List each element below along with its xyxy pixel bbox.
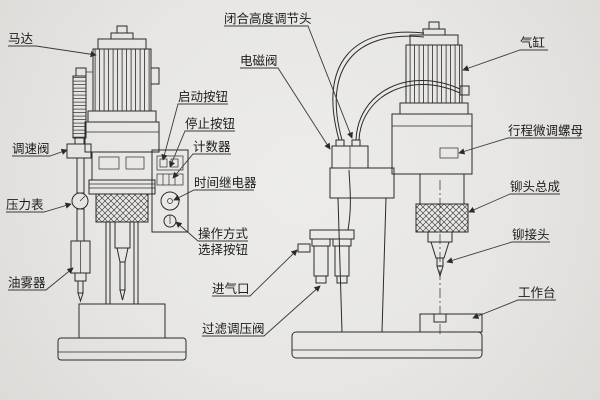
front-view-machine bbox=[57, 25, 189, 361]
filter-regulator-unit bbox=[297, 169, 355, 284]
label-close-height: 闭合高度调节头 bbox=[224, 11, 312, 26]
label-stroke-nut: 行程微调螺母 bbox=[508, 123, 583, 138]
solenoid-valve-assy bbox=[331, 31, 461, 169]
leader-counter bbox=[172, 153, 231, 179]
counter-window-drawing bbox=[156, 173, 184, 186]
leader-cylinder bbox=[462, 49, 548, 72]
worktable-drawing bbox=[419, 313, 483, 333]
leader-solenoid bbox=[240, 67, 331, 150]
ram-guide-hatched bbox=[95, 193, 149, 223]
label-mode-line2: 选择按钮 bbox=[198, 242, 248, 257]
label-rivet-joint: 铆接头 bbox=[512, 227, 550, 242]
air-treatment-left bbox=[66, 67, 93, 303]
label-start-button: 启动按钮 bbox=[178, 89, 228, 104]
worktable-and-base bbox=[291, 313, 483, 359]
label-motor: 马达 bbox=[8, 32, 34, 46]
label-worktable: 工作台 bbox=[518, 285, 556, 300]
rivet-head-tool bbox=[415, 173, 469, 336]
leader-worktable bbox=[472, 299, 556, 319]
leader-speed-valve bbox=[12, 148, 68, 157]
label-stop-button: 停止按钮 bbox=[185, 116, 235, 131]
side-view-machine bbox=[291, 21, 483, 359]
leader-air-inlet bbox=[212, 249, 298, 297]
label-air-inlet: 进气口 bbox=[212, 281, 250, 296]
leader-mode-select bbox=[175, 221, 248, 242]
leader-pressure-gauge bbox=[6, 202, 72, 213]
label-time-relay: 时间继电器 bbox=[194, 176, 257, 190]
label-counter: 计数器 bbox=[193, 139, 231, 154]
label-speed-valve: 调速阀 bbox=[12, 142, 50, 156]
label-rivet-assy: 铆头总成 bbox=[510, 179, 560, 194]
label-filter-valve: 过滤调压阀 bbox=[202, 322, 265, 336]
control-panel bbox=[151, 149, 189, 233]
leader-stroke-nut bbox=[458, 137, 582, 155]
base-left bbox=[57, 303, 187, 361]
flex-hose-drawing bbox=[72, 75, 87, 139]
spindle-and-tool bbox=[105, 221, 139, 305]
leader-lines bbox=[6, 25, 582, 337]
leader-start-button bbox=[161, 103, 228, 161]
frame-column bbox=[329, 167, 395, 333]
leader-time-relay bbox=[173, 189, 254, 201]
leader-filter-valve bbox=[202, 285, 321, 337]
leader-rivet-assy bbox=[468, 193, 560, 213]
start-button-drawing bbox=[159, 158, 168, 168]
air-inlet-drawing bbox=[297, 243, 311, 253]
rivet-head-assy-drawing bbox=[415, 203, 469, 233]
leader-rivet-joint bbox=[446, 241, 550, 264]
worktable-slot bbox=[433, 313, 447, 323]
leader-close-height bbox=[224, 25, 353, 139]
label-pressure-gauge: 压力表 bbox=[6, 198, 44, 212]
head-housing bbox=[84, 121, 160, 223]
cylinder-motor bbox=[399, 21, 470, 115]
label-solenoid: 电磁阀 bbox=[240, 53, 278, 68]
leader-oil-mist bbox=[8, 267, 74, 291]
label-oil-mist: 油雾器 bbox=[8, 276, 46, 290]
stroke-nut-drawing bbox=[439, 147, 459, 159]
time-relay-dial-drawing bbox=[160, 191, 180, 211]
leader-motor bbox=[8, 45, 97, 58]
motor bbox=[87, 25, 160, 123]
label-mode-line1: 操作方式 bbox=[198, 226, 249, 241]
speed-valve-drawing bbox=[66, 143, 92, 159]
label-cylinder: 气缸 bbox=[520, 35, 545, 50]
leader-stop-button bbox=[169, 130, 235, 168]
labels: 马达 调速阀 压力表 油雾器 启动按钮 停止按钮 计数器 时间继电器 操作方式 … bbox=[6, 11, 583, 336]
head-block bbox=[391, 113, 473, 175]
hose-fitting-drawing bbox=[459, 85, 470, 96]
